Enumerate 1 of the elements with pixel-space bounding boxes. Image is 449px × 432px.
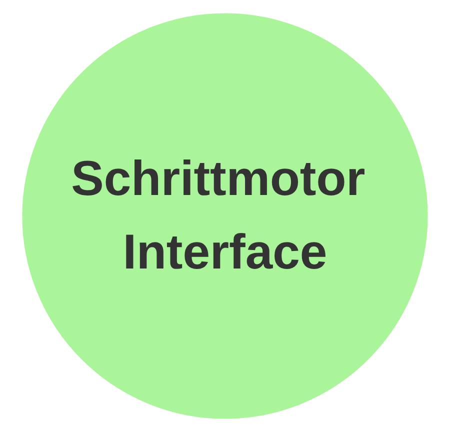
node-circle: Schrittmotor Interface — [22, 13, 428, 419]
